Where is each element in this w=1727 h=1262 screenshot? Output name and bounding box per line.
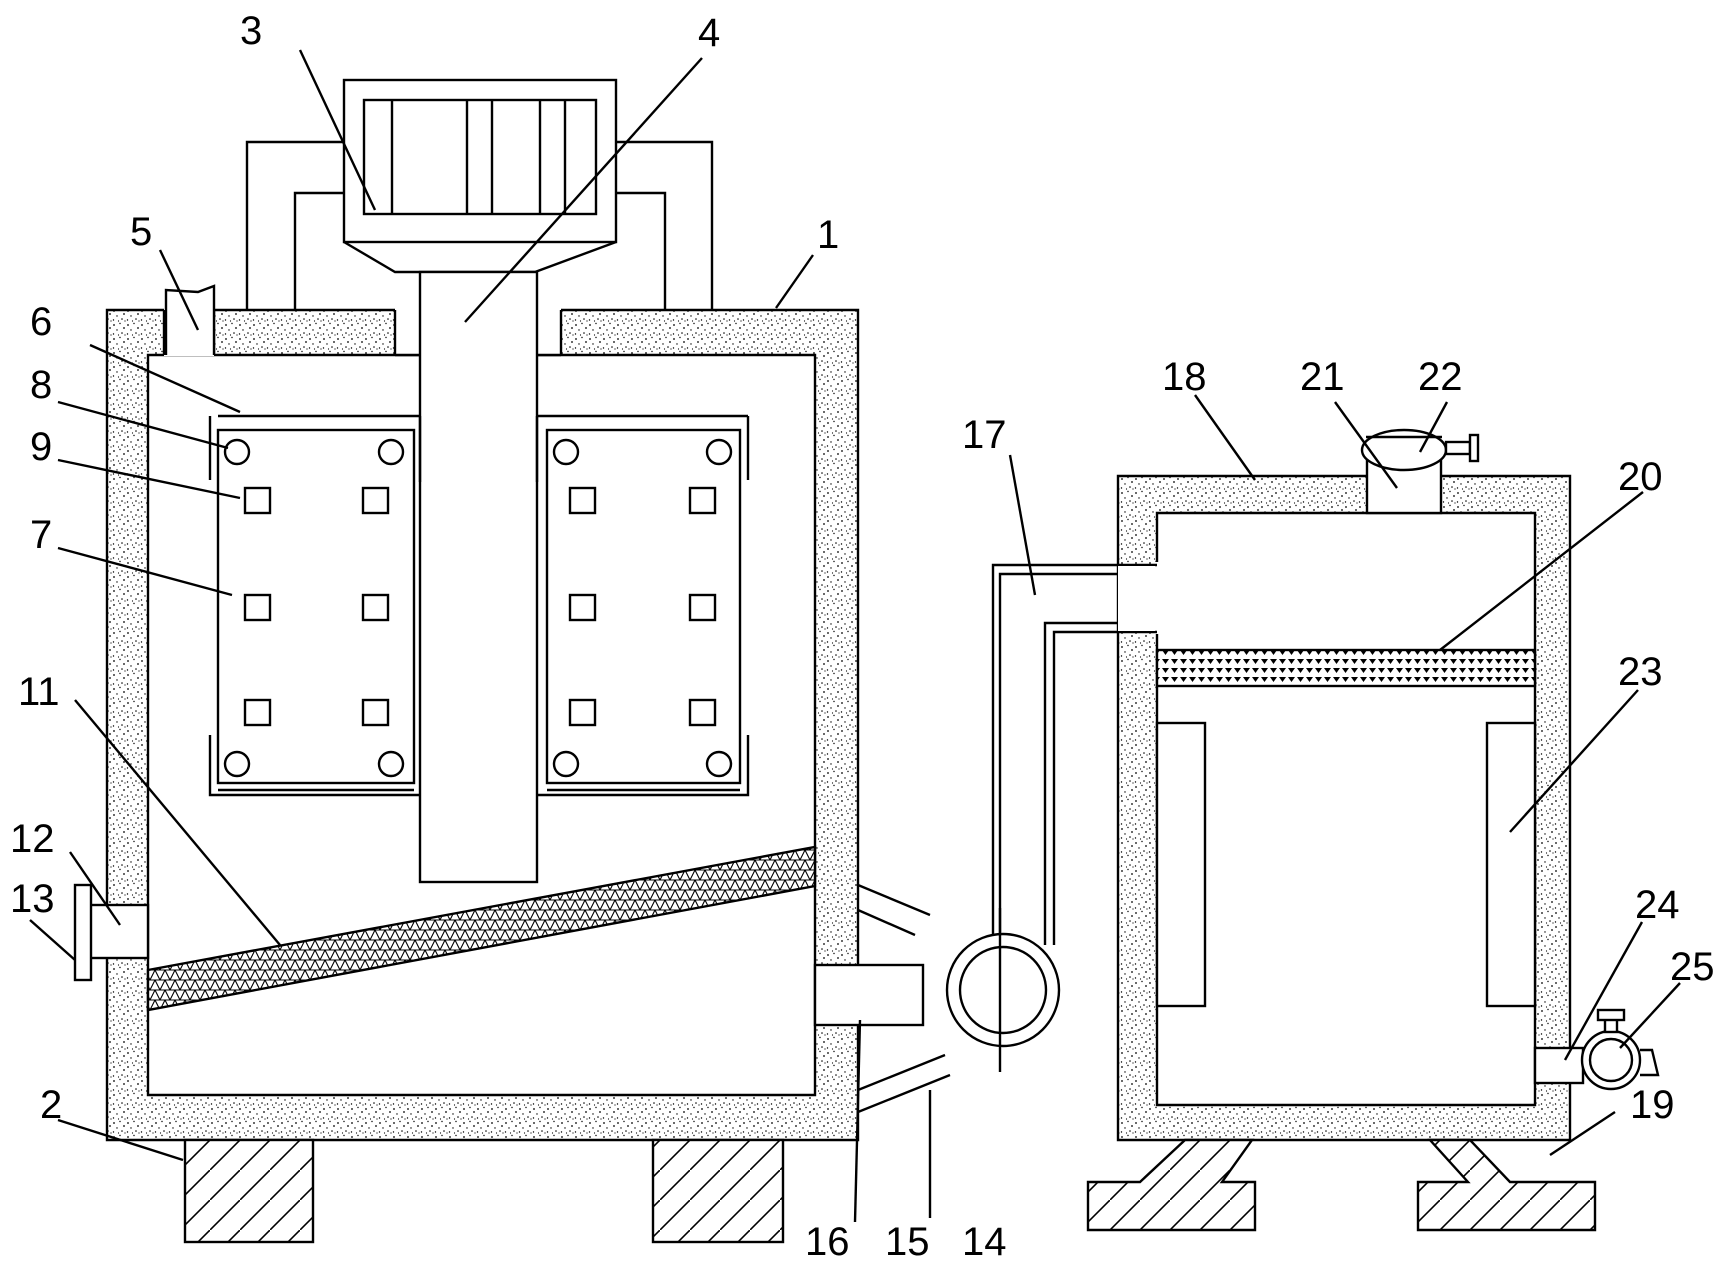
label-23: 23: [1618, 650, 1663, 694]
label-25: 25: [1670, 945, 1715, 989]
label-12: 12: [10, 817, 55, 861]
main-tank-feet: [183, 1138, 785, 1244]
feed-inlet: [164, 284, 216, 355]
label-15: 15: [885, 1220, 930, 1262]
label-17: 17: [962, 413, 1007, 457]
label-9: 9: [30, 425, 52, 469]
label-4: 4: [698, 11, 720, 55]
right-paddle: [535, 414, 750, 797]
label-7: 7: [30, 513, 52, 557]
label-1: 1: [817, 213, 839, 257]
label-3: 3: [240, 9, 262, 53]
side-outlet: [73, 883, 150, 982]
label-16: 16: [805, 1220, 850, 1262]
label-13: 13: [10, 877, 55, 921]
bottom-outlet: [1533, 1008, 1660, 1091]
leader-lines: [29, 49, 1681, 1223]
label-14: 14: [962, 1220, 1007, 1262]
left-paddle: [208, 414, 422, 797]
filter-layer: [1155, 648, 1537, 688]
pump-assembly: [813, 883, 1061, 1114]
label-24: 24: [1635, 883, 1680, 927]
inner-plates: [1155, 721, 1537, 1008]
label-21: 21: [1300, 355, 1345, 399]
inclined-filter-screen: [146, 845, 817, 1012]
label-6: 6: [30, 300, 52, 344]
label-5: 5: [130, 210, 152, 254]
second-tank-feet: [1086, 1138, 1597, 1232]
label-20: 20: [1618, 455, 1663, 499]
label-19: 19: [1630, 1083, 1675, 1127]
label-2: 2: [40, 1083, 62, 1127]
stirring-shaft: [418, 270, 539, 884]
label-8: 8: [30, 363, 52, 407]
label-22: 22: [1418, 355, 1463, 399]
label-18: 18: [1162, 355, 1207, 399]
label-11: 11: [18, 670, 60, 714]
motor-assembly: [245, 78, 714, 310]
part-labels: 1 2 3 4 5 6 8 9 7 11 12 13 14 15 16 17 1…: [10, 9, 1715, 1262]
